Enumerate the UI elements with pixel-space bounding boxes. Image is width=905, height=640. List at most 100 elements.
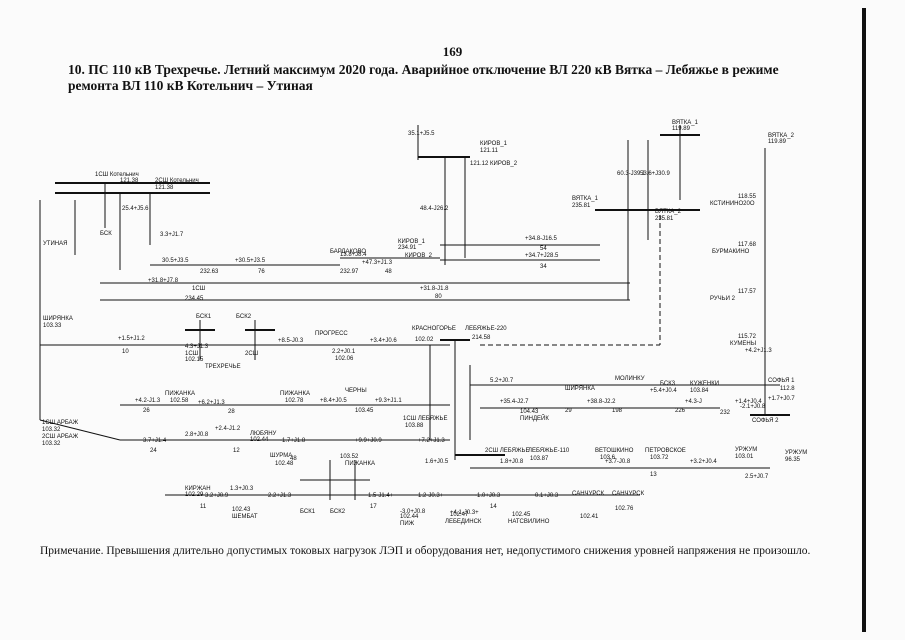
flow-label: 1.6+J0.5 — [425, 459, 449, 465]
node-name: 1СШ АРБАЖ — [42, 420, 79, 426]
node-name: ПИЖАНКА — [165, 391, 195, 397]
flow-label: +5.4+J0.4 — [650, 388, 677, 394]
flow-label: +31.8-J1.8 — [420, 286, 449, 292]
node-voltage: 103.88 — [405, 423, 424, 429]
line-number: 10 — [122, 349, 129, 355]
node-voltage: 102.78 — [285, 398, 304, 404]
node-voltage: 102.29 — [185, 492, 204, 498]
node-name: ПЕТРОВСКОЕ — [645, 448, 686, 454]
flow-label: +4.2+J1.3 — [745, 348, 772, 354]
flow-label: +3.4+J0.6 — [370, 338, 397, 344]
node-voltage: 103.6 — [600, 455, 616, 461]
network-lines — [39, 125, 790, 500]
node-name: САНЧУРСК — [572, 491, 605, 497]
node-voltage: 102.41 — [580, 514, 599, 520]
node-name: УТИНАЯ — [43, 241, 67, 247]
flow-label: +47.3+J1.3 — [362, 260, 393, 266]
flow-label: +34.8-J16.5 — [525, 236, 558, 242]
node-voltage: 102.44 — [400, 514, 419, 520]
node-name: ЛЕБЯЖЬЕ-220 — [465, 326, 507, 332]
node-name: 2СШ АРБАЖ — [42, 434, 79, 440]
node-voltage: 121.11 — [480, 148, 499, 154]
flow-label: +8.5-J0.3 — [278, 338, 304, 344]
node-name: КСТИНИНО20О — [710, 201, 755, 207]
node-name: КУЖЕНКИ — [690, 381, 719, 387]
node-voltage: 121.38 — [155, 185, 174, 191]
flow-label: +34.7+J28.5 — [525, 253, 559, 259]
flow-label: -1.7+J1.8 — [280, 438, 306, 444]
node-name: ЛЮБЯНУ — [250, 431, 277, 437]
node-name: 1СШ ЛЕБЯЖЬЕ — [403, 416, 447, 422]
line-number: 48 — [290, 456, 297, 462]
node-voltage: 102.45 — [512, 512, 531, 518]
flow-label: +8.4+J0.5 — [320, 398, 347, 404]
node-voltage: 103.01 — [735, 454, 754, 460]
node-voltage: 232.97 — [340, 269, 359, 275]
node-name: ШЕМБАТ — [232, 514, 258, 520]
node-name: ПИЖ — [400, 521, 415, 527]
node-voltage: 232.63 — [200, 269, 219, 275]
node-voltage: 118.55 — [738, 194, 757, 200]
node-voltage: 103.87 — [530, 456, 549, 462]
node-name: КИРОВ_2 — [405, 253, 433, 259]
line-number: 76 — [258, 269, 265, 275]
node-name: КИРОВ_1 — [480, 141, 508, 147]
node-voltage: 115.72 — [738, 334, 757, 340]
line-number: 54 — [540, 246, 547, 252]
node-voltage: 103.32 — [42, 427, 61, 433]
node-name: КИРЖАН — [185, 486, 211, 492]
node-voltage: 102.47 — [450, 512, 469, 518]
flow-label: 0.1+J0.3 — [535, 493, 559, 499]
node-name: СОФЬЯ 1 — [768, 378, 795, 384]
flow-label: +4.1-J0.3+ — [450, 510, 479, 516]
node-voltage: 235.81 — [655, 216, 674, 222]
node-voltage: 103.52 — [340, 454, 359, 460]
flow-label: 2.5+J0.7 — [745, 474, 769, 480]
flow-label: 1.5-J1.4+ — [368, 493, 394, 499]
node-name: 121.12 КИРОВ_2 — [470, 161, 518, 167]
node-name: НАТСВИЛИНО — [508, 519, 550, 525]
flow-label: +38.8-J2.2 — [587, 399, 616, 405]
flow-label: +4.3-J — [685, 399, 702, 405]
node-name: ЛЕБЕДИНСК — [445, 519, 482, 525]
node-voltage: 119.89 — [768, 139, 787, 145]
node-voltage: 117.57 — [738, 289, 757, 295]
node-voltage: 103.72 — [650, 455, 669, 461]
node-name: ВЯТКА_2 — [768, 133, 795, 139]
flow-label: +1.5+J1.2 — [118, 336, 145, 342]
line-number: 48 — [385, 269, 392, 275]
footnote: Примечание. Превышения длительно допусти… — [40, 545, 811, 557]
node-voltage: 103.33 — [43, 323, 62, 329]
line-number: 26 — [143, 408, 150, 414]
node-voltage: 121.38 — [120, 178, 139, 184]
node-voltage: 102.48 — [275, 461, 294, 467]
node-name: МОЛИНКУ — [615, 376, 645, 382]
line-number: 198 — [612, 408, 623, 414]
node-name: 1СШ — [192, 286, 205, 292]
page-title: 10. ПС 110 кВ Трехречье. Летний максимум… — [68, 62, 779, 93]
node-name: ВЯТКА_1 — [572, 196, 599, 202]
flow-label: +3.7-J0.8 — [605, 459, 631, 465]
node-name: ТРЕХРЕЧЬЕ — [205, 364, 241, 370]
flow-label: -1.0+J0.3 — [475, 493, 501, 499]
node-name: КУМЕНЫ — [730, 341, 756, 347]
node-voltage: 119.89 — [672, 126, 691, 132]
flow-label: +31.8+J7.8 — [148, 278, 179, 284]
flow-label: -3.0+J0.8 — [400, 509, 426, 515]
flow-label: +35.4-J2.7 — [500, 399, 529, 405]
flow-label: +4.2-J1.3 — [135, 398, 161, 404]
node-name: СОФЬЯ 2 — [752, 418, 779, 424]
node-name: КРАСНОГОРЬЕ — [412, 326, 456, 332]
node-voltage: 102.43 — [232, 507, 251, 513]
flow-label: 1.2-J0.3+ — [418, 493, 444, 499]
node-voltage: 102.76 — [615, 506, 634, 512]
node-name: УРЖУМ — [735, 447, 757, 453]
flow-label: +30.5+J3.5 — [235, 258, 266, 264]
node-name: ШИРЯНКА — [565, 386, 595, 392]
flow-label: 35.1+J5.5 — [408, 131, 435, 137]
node-name: РУЧЬИ 2 — [710, 296, 736, 302]
flow-label: +1.4+J0.4 — [735, 399, 762, 405]
line-number: 13 — [650, 472, 657, 478]
node-name: БУРМАКИНО — [712, 249, 750, 255]
node-name: ПРОГРЕСС — [315, 331, 348, 337]
